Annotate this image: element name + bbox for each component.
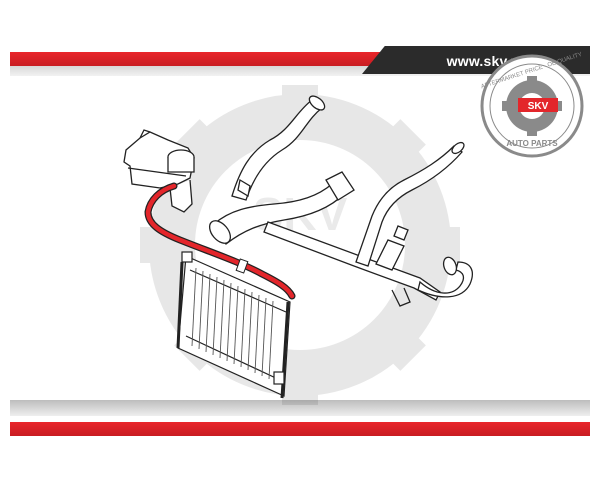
seal-bottom-text: AUTO PARTS [506, 139, 558, 148]
coolant-pipe-icon [263, 141, 465, 307]
upper-hose-icon [208, 95, 355, 245]
seal-brand-text: SKV [528, 101, 549, 112]
skv-seal-logo: SKV AFTERMARKET PRICE · OE QUALITY AUTO … [480, 52, 584, 158]
footer-gray-band [10, 400, 590, 416]
radiator-icon [176, 251, 291, 399]
lower-hose-icon [417, 256, 473, 298]
header-shadow-band [10, 66, 590, 76]
highlighted-hose-icon [144, 182, 296, 300]
footer-red-band [10, 422, 590, 436]
